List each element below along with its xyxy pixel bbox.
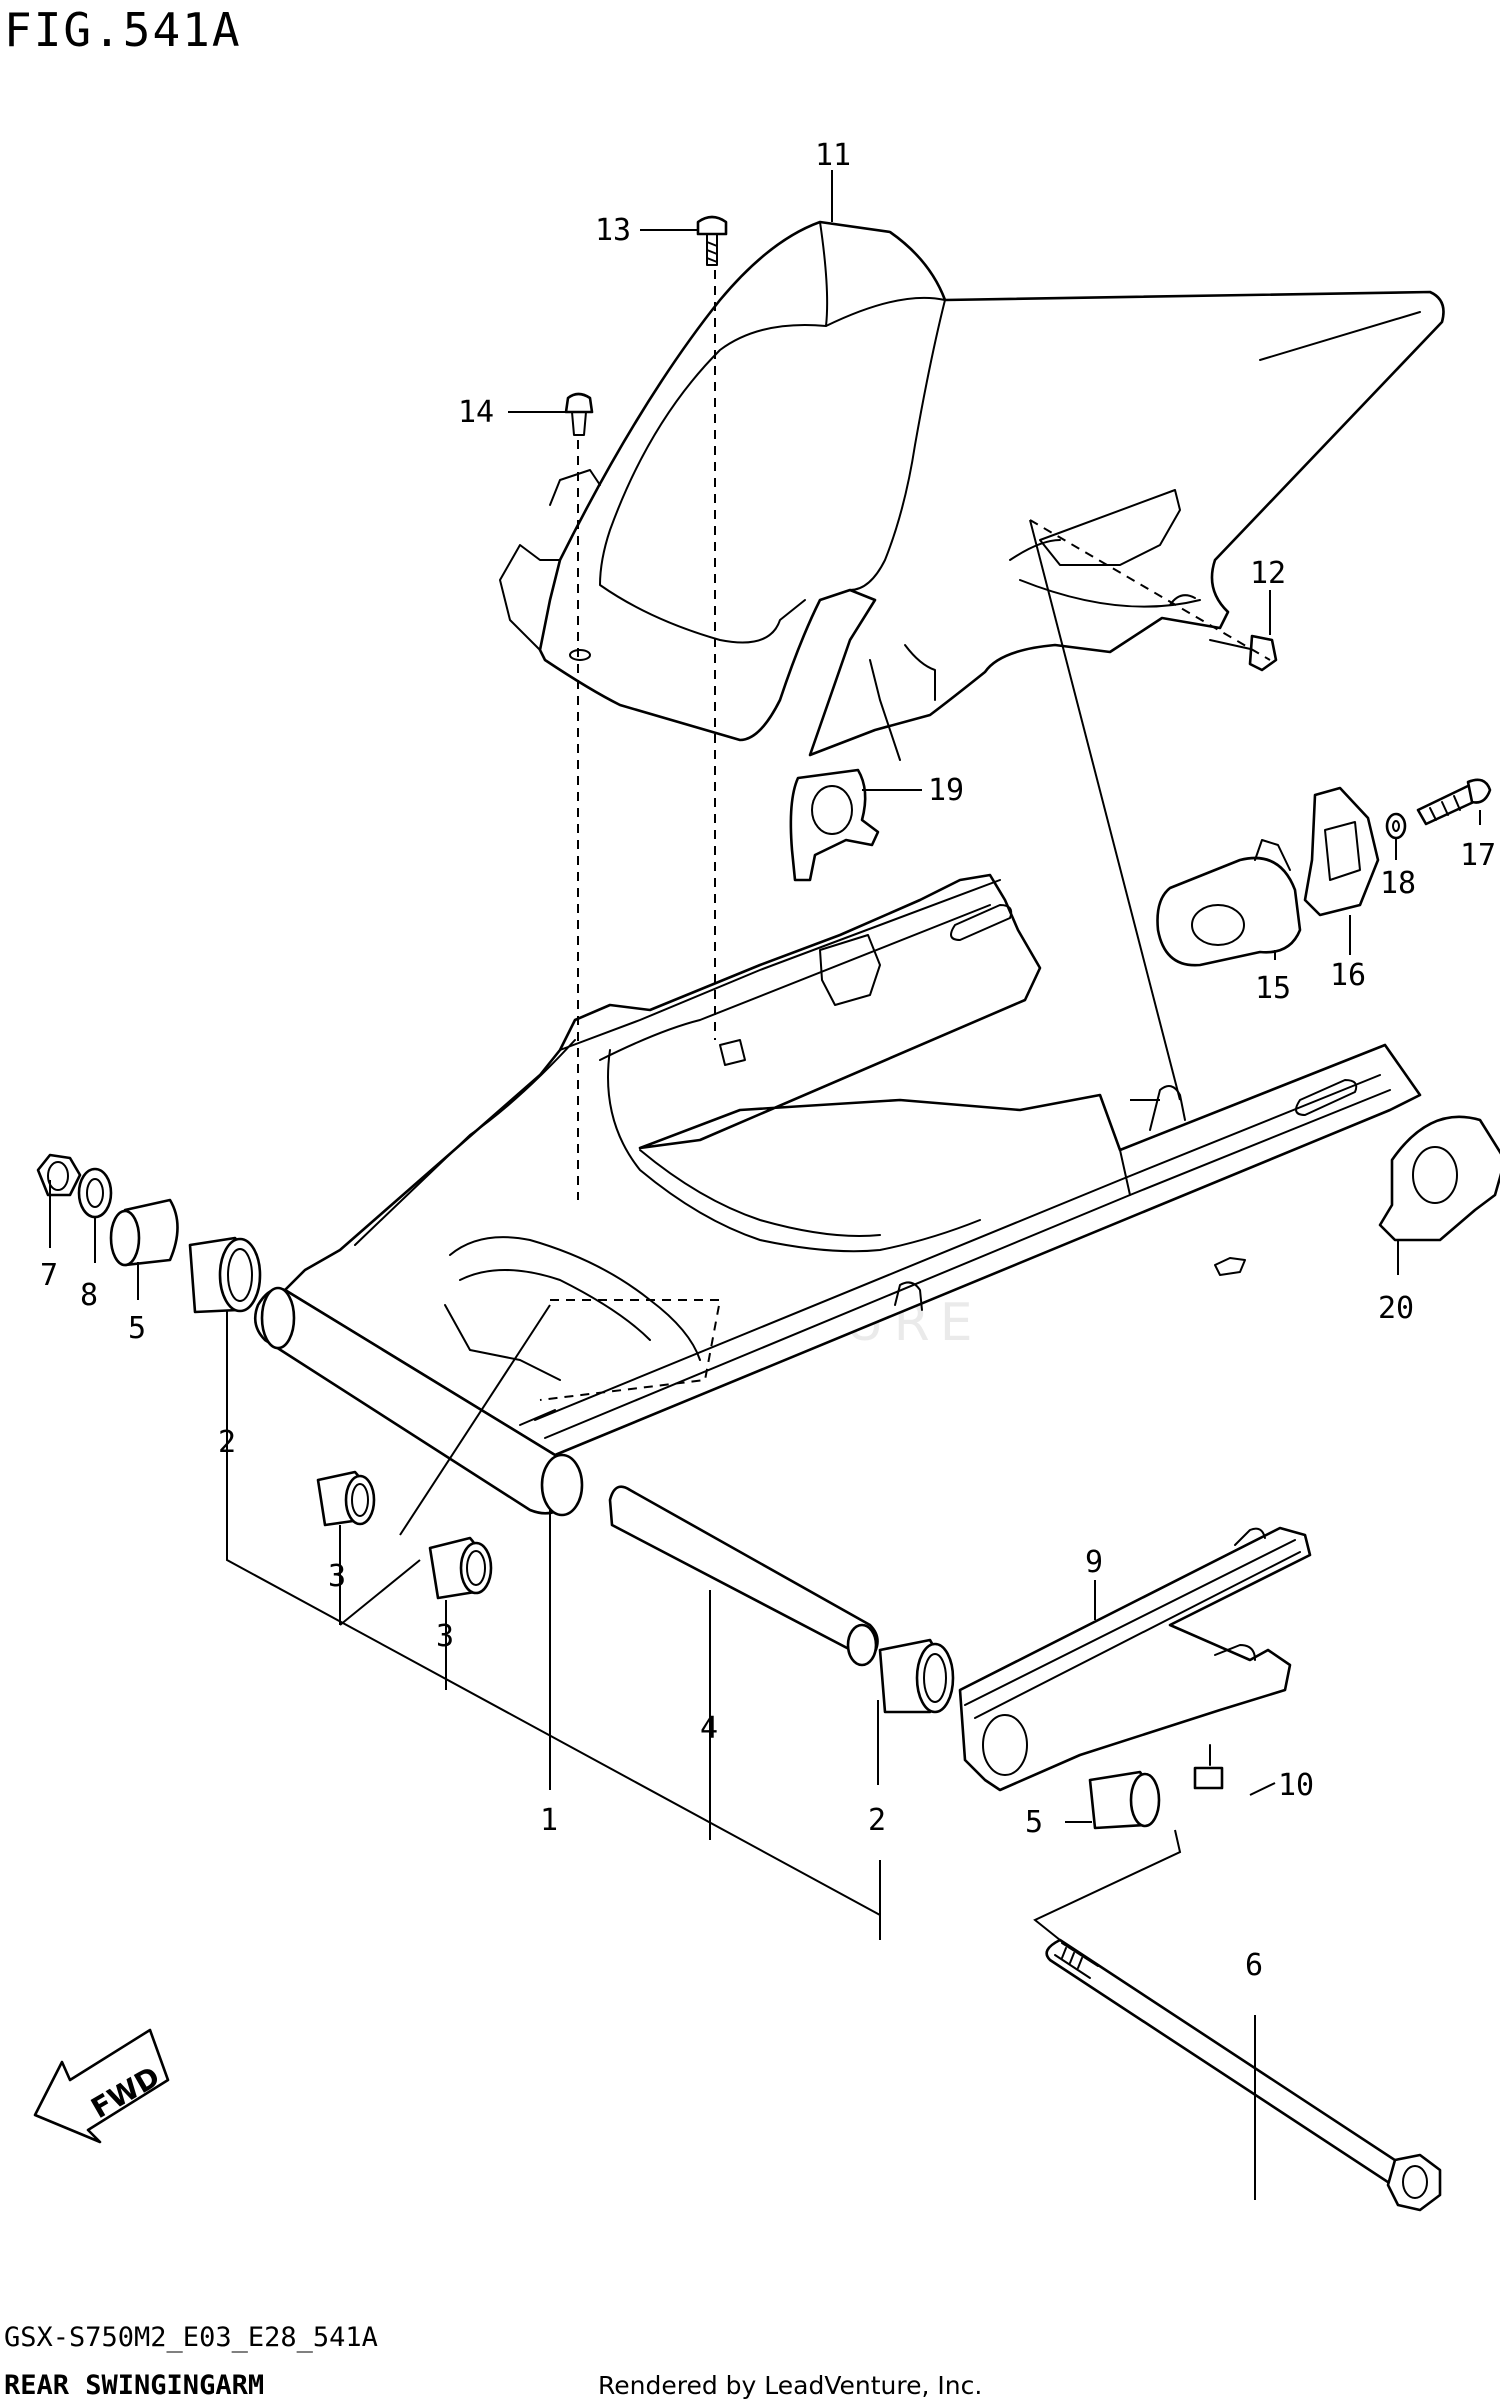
callout-4: 4 [700,1711,718,1746]
render-credit: Rendered by LeadVenture, Inc. [598,2371,982,2400]
callout-14: 14 [458,395,494,430]
bracket-19 [789,768,880,882]
callout-12: 12 [1250,556,1286,591]
bolt-12 [1209,634,1278,672]
callout-17: 17 [1460,838,1496,873]
collar-5-left [109,1198,179,1267]
diagram-name: REAR SWINGINGARM [4,2370,264,2401]
spacer-4 [608,1485,879,1667]
callout-11: 11 [815,138,851,173]
callout-8: 8 [80,1278,98,1313]
callout-18: 18 [1380,866,1416,901]
bolt-17 [1416,778,1492,826]
callout-20: 20 [1378,1291,1414,1326]
bearing-2-left [188,1236,262,1314]
callout-6: 6 [1245,1948,1263,1983]
plate-16 [1303,786,1380,917]
bolt-10 [1193,1744,1224,1790]
bracket-20 [1378,1115,1500,1242]
chain-guide-15 [1156,839,1302,967]
figure-title: FIG.541A [4,3,242,57]
callout-13: 13 [595,213,631,248]
bearing-3-lower [428,1536,493,1600]
chain-slider-9 [958,1526,1312,1792]
callout-2-right: 2 [868,1803,886,1838]
callout-15: 15 [1255,971,1291,1006]
callout-10: 10 [1278,1768,1314,1803]
bearing-2-right [878,1638,955,1714]
callout-7: 7 [40,1258,58,1293]
callout-2-left: 2 [218,1425,236,1460]
washer-18 [1385,812,1407,840]
callout-3-lower: 3 [436,1619,454,1654]
fwd-arrow-icon: FWD [33,2028,170,2144]
screw-13 [696,215,728,266]
callout-19: 19 [928,773,964,808]
callout-3-upper: 3 [328,1559,346,1594]
callout-5-right: 5 [1025,1805,1043,1840]
model-code: GSX-S750M2_E03_E28_541A [4,2322,378,2353]
swingarm-1 [253,873,1422,1517]
callout-1: 1 [540,1803,558,1838]
collar-5-right [1088,1770,1161,1830]
callout-9: 9 [1085,1545,1103,1580]
pivot-axle-6 [1045,1938,1442,2212]
callout-5-left: 5 [128,1311,146,1346]
nut-7 [36,1153,82,1197]
clip-14 [564,392,594,436]
rear-fender-chain-guard [499,220,1445,761]
callout-16: 16 [1330,958,1366,993]
bearing-3-upper [316,1470,376,1527]
washer-8 [77,1167,113,1219]
